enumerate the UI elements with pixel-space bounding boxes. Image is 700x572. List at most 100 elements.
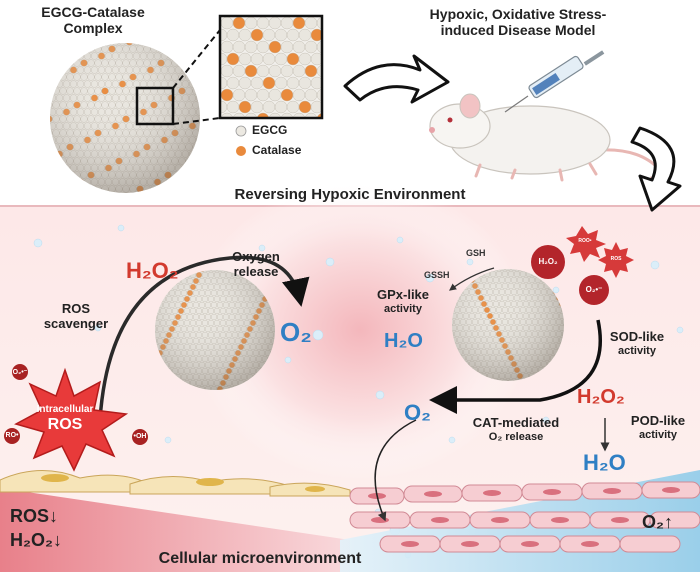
sod-activity-line-1: SOD-like <box>609 329 665 344</box>
egcg-bead <box>280 40 294 54</box>
egcg-bead <box>50 171 53 179</box>
syringe-illustration <box>504 50 605 113</box>
egcg-bead <box>55 43 64 46</box>
egcg-bead <box>52 185 60 193</box>
egcg-bead <box>226 100 240 114</box>
egcg-bead <box>192 171 200 179</box>
egcg-bead <box>188 52 197 60</box>
egcg-bead <box>62 178 71 186</box>
sod-activity-line-2: activity <box>618 344 656 357</box>
egcg-bead <box>90 43 99 46</box>
egcg-bead <box>188 43 197 46</box>
egcg-bead <box>298 76 312 90</box>
egcg-bead <box>50 164 57 172</box>
egcg-bead <box>66 45 74 53</box>
radical-superoxide-label: O₂•⁻ <box>12 369 28 376</box>
pod-h2o2-label: H₂O₂ <box>577 386 625 408</box>
egcg-bead <box>73 185 81 193</box>
egcg-bead <box>238 52 252 66</box>
pod-h2o-label: H₂O <box>583 450 626 475</box>
left-h2o2-label: H₂O₂ <box>126 258 179 283</box>
catalase-bead <box>195 80 200 88</box>
catalase-bead <box>250 28 264 42</box>
model-title: Hypoxic, Oxidative Stress- induced Disea… <box>398 6 638 38</box>
cellular-microenvironment-label: Cellular microenvironment <box>158 550 362 567</box>
egcg-bead <box>80 185 88 193</box>
egcg-bead <box>50 143 53 151</box>
egcg-bead <box>50 185 53 193</box>
egcg-bead <box>220 40 234 54</box>
ros-scavenger-label: ROS scavenger <box>28 301 124 332</box>
catalase-bead <box>298 100 312 114</box>
egcg-bead <box>286 76 300 90</box>
egcg-bead <box>167 43 176 46</box>
ros-burst-label: Intracellular ROS <box>22 404 108 434</box>
egcg-bead <box>59 59 67 67</box>
oxygen-release-label: Oxygen release <box>206 249 306 280</box>
egcg-catalase-complex-sphere <box>50 43 200 193</box>
egcg-bead <box>69 43 78 46</box>
egcg-bead <box>268 88 282 102</box>
egcg-bead <box>310 76 322 90</box>
ros-tag-superoxide <box>579 275 609 305</box>
egcg-bead <box>181 43 190 46</box>
model-title-line-1: Hypoxic, Oxidative Stress- <box>429 6 607 22</box>
ros-down-label: ROS↓ <box>10 506 59 526</box>
egcg-bead <box>76 43 85 46</box>
catalase-bead <box>185 45 193 53</box>
radical-superoxide-dot <box>12 364 28 380</box>
egcg-bead <box>238 28 252 42</box>
egcg-bead <box>62 52 71 60</box>
egcg-bead <box>250 76 264 90</box>
ros-scavenger-arc <box>98 255 310 421</box>
model-to-mechanism-arrow <box>630 126 682 212</box>
egcg-bead <box>185 59 193 67</box>
sod-to-cat-arrow <box>429 319 603 414</box>
catalase-bead <box>232 16 246 30</box>
egcg-bead <box>232 88 246 102</box>
egcg-bead <box>59 45 67 53</box>
egcg-bead <box>262 52 276 66</box>
egcg-bead <box>97 43 106 46</box>
egcg-bead <box>250 100 264 114</box>
egcg-bead <box>171 45 179 53</box>
model-title-line-2: induced Disease Model <box>440 22 596 39</box>
egcg-bead <box>262 100 276 114</box>
egcg-bead <box>50 150 57 158</box>
radical-hydroxyl-label: •OH <box>133 433 147 440</box>
zoom-line-bottom <box>172 117 221 125</box>
egcg-bead <box>250 52 264 66</box>
egcg-bead <box>310 100 322 114</box>
zoom-line-top <box>172 29 221 89</box>
egcg-bead <box>83 43 92 46</box>
egcg-bead <box>232 40 246 54</box>
egcg-bead <box>304 88 318 102</box>
legend-egcg-label: EGCG <box>252 123 288 137</box>
catalase-bead <box>192 157 200 165</box>
egcg-bead <box>50 52 57 60</box>
egcg-bead <box>50 73 53 81</box>
ros-tag-ros-label: ROS <box>610 256 622 262</box>
cat-release-label: CAT-mediated O₂ release <box>456 415 576 444</box>
egcg-bead <box>256 40 270 54</box>
ros-tag-h2o2 <box>531 245 565 279</box>
egcg-bead <box>55 164 64 172</box>
egcg-bead <box>256 88 270 102</box>
egcg-bead <box>304 40 318 54</box>
egcg-bead <box>178 171 186 179</box>
egcg-bead <box>52 59 60 67</box>
egcg-bead <box>55 178 64 186</box>
egcg-bead <box>50 80 57 88</box>
ros-tag-roo-label: ROO• <box>578 238 592 244</box>
gpx-activity-label: GPx-like activity <box>358 287 448 316</box>
radical-hydroxyl-dot <box>132 429 148 445</box>
catalase-bead <box>268 40 282 54</box>
catalase-bead <box>52 73 60 81</box>
catalase-bead <box>292 16 306 30</box>
ros-burst-line-2: ROS <box>47 415 83 433</box>
egcg-bead <box>280 16 294 30</box>
egcg-bead <box>195 43 200 46</box>
egcg-bead <box>192 73 200 81</box>
egcg-bead <box>69 178 78 186</box>
